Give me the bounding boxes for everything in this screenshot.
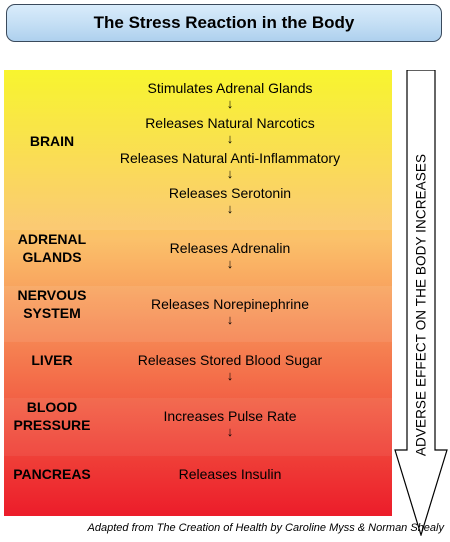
reaction-step: Releases Serotonin [168,185,292,201]
organ-label-line: SYSTEM [23,305,81,321]
flow-arrow: ↓ [226,96,234,111]
organ-label-line: GLANDS [22,249,82,265]
down-arrow-icon [394,70,448,536]
reaction-step: Releases Stored Blood Sugar [137,352,323,368]
organ-label-line: BRAIN [29,132,75,149]
organ-label-line: PRESSURE [13,417,91,433]
organ-label: ADRENAL GLANDS [4,230,100,266]
reaction-step: Releases Norepinephrine [151,296,309,312]
section-band [4,70,392,230]
flow-arrow: ↓ [226,166,234,181]
organ-label: LIVER [4,351,100,369]
organ-label-line: BLOOD [26,399,78,415]
reaction-step: Releases Insulin [178,466,282,482]
organ-label-line: ADRENAL [17,231,87,247]
organ-label-line: NERVOUS [17,287,87,303]
source-citation: Adapted from The Creation of Health by C… [87,522,444,534]
organ-label: PANCREAS [4,465,100,483]
flow-arrow: ↓ [226,131,234,146]
flow-arrow: ↓ [226,312,234,327]
reaction-step: Increases Pulse Rate [163,408,297,424]
arrow-label-text: ADVERSE EFFECT ON THE BODY INCREASES [413,153,429,457]
page-title: The Stress Reaction in the Body [93,13,355,32]
flow-arrow: ↓ [226,424,234,439]
flow-arrow: ↓ [226,201,234,216]
reaction-step: Releases Adrenalin [169,240,291,256]
section-band [4,398,392,456]
down-arrow-shape [394,70,448,536]
organ-label: BRAIN [4,132,100,150]
reaction-step: Releases Natural Anti-Inflammatory [119,150,341,166]
organ-label: NERVOUS SYSTEM [4,286,100,322]
flow-arrow: ↓ [226,256,234,271]
reaction-step: Releases Natural Narcotics [145,115,315,131]
section-band [4,286,392,342]
organ-label: BLOOD PRESSURE [4,398,100,434]
organ-label-line: LIVER [31,352,73,368]
flow-arrow: ↓ [226,368,234,383]
organ-label-line: PANCREAS [13,466,91,482]
reaction-step: Stimulates Adrenal Glands [147,80,313,96]
title-box: The Stress Reaction in the Body [6,4,442,42]
